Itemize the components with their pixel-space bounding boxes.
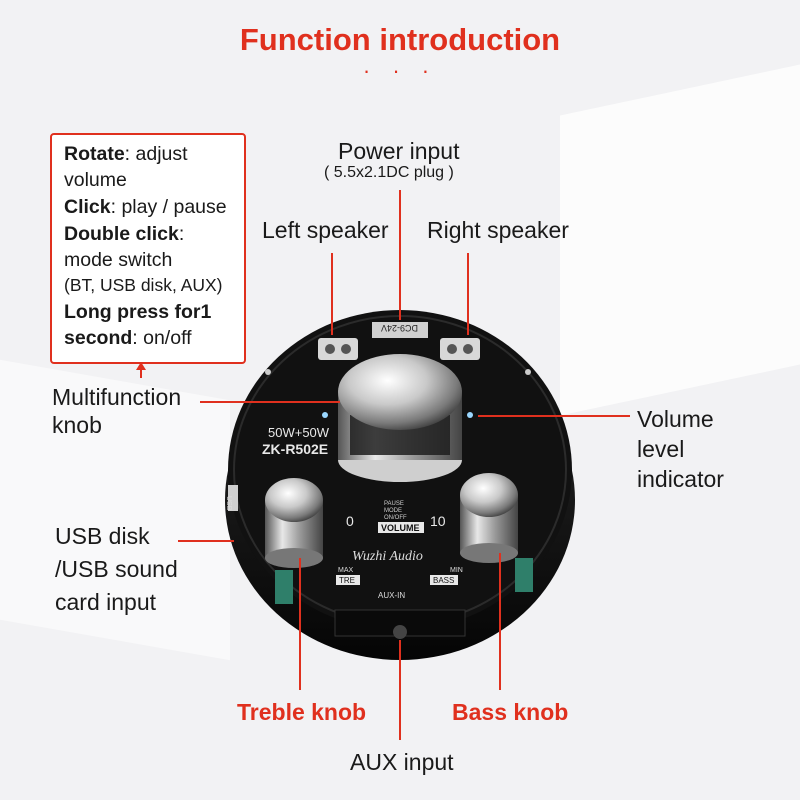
speaker-terminal-right: [440, 338, 480, 360]
label-usb-disk: USB disk: [55, 523, 150, 549]
instruction-line: Rotate: adjust: [64, 143, 188, 165]
label-multifunction: Multifunction: [52, 384, 182, 410]
board-dc-text: DC9-24V: [381, 323, 418, 333]
volume-led: [322, 412, 328, 418]
label-left-speaker: Left speaker: [262, 217, 389, 243]
label-power-input: Power input: [338, 138, 460, 164]
board-component: [275, 570, 293, 604]
instruction-line: second: on/off: [64, 327, 192, 349]
board-min-text: MIN: [450, 567, 463, 574]
usb-port: [228, 485, 238, 511]
label-usb-sound: /USB sound: [55, 556, 178, 582]
label-power-plug: ( 5.5x2.1DC plug ): [324, 164, 454, 181]
arrow-stem: [140, 368, 142, 378]
board-pause-text: PAUSE: [384, 501, 404, 507]
title-dots: · · ·: [362, 58, 438, 83]
label-treble-knob: Treble knob: [237, 699, 367, 725]
label-multifunction-knob: knob: [52, 412, 102, 438]
instruction-line: volume: [64, 169, 127, 191]
volume-label-bg: [378, 522, 424, 533]
aux-port: [393, 625, 407, 639]
board-volume-text: VOLUME: [381, 523, 420, 533]
board-bass-text: BASS: [433, 576, 454, 585]
page-title: Function introduction: [239, 22, 561, 57]
speaker-terminal-left: [318, 338, 358, 360]
board-onoff-text: ON/OFF: [384, 515, 407, 521]
board-tre-text: TRE: [339, 576, 355, 585]
label-bass-knob: Bass knob: [452, 699, 569, 725]
board-model-text: ZK-R502E: [262, 441, 328, 457]
treble-knob: [265, 478, 323, 568]
board-power-text: 50W+50W: [268, 425, 330, 440]
instruction-line: Long press for1: [64, 301, 212, 323]
instruction-line: Click: play / pause: [64, 196, 227, 218]
board-mode-text: MODE: [384, 508, 402, 514]
dc-input-jack: [372, 322, 428, 338]
label-aux-input: AUX input: [350, 749, 454, 775]
label-volume: Volume: [637, 406, 714, 432]
board-auxin-text: AUX-IN: [378, 591, 405, 600]
label-card-input: card input: [55, 589, 157, 615]
tre-label-bg: [336, 575, 360, 585]
multifunction-knob: [338, 354, 462, 482]
volume-led: [467, 412, 473, 418]
board-vol-max: 10: [430, 513, 446, 529]
mount-hole: [525, 369, 531, 375]
bass-knob: [460, 473, 518, 563]
board-vol-min: 0: [346, 513, 354, 529]
callout-lines: [178, 190, 630, 740]
board-max-text: MAX: [338, 567, 354, 574]
instruction-line: mode switch: [64, 249, 173, 271]
mount-hole: [265, 369, 271, 375]
bass-label-bg: [430, 575, 458, 585]
board-brand-text: Wuzhi Audio: [352, 549, 423, 564]
label-right-speaker: Right speaker: [427, 217, 569, 243]
label-volume-indicator: indicator: [637, 466, 724, 492]
arrow-up-icon: [136, 362, 146, 370]
label-volume-level: level: [637, 436, 685, 462]
instruction-line: Double click:: [64, 223, 185, 245]
instructions-box: Rotate: adjust volume Click: play / paus…: [50, 133, 246, 364]
board-component: [515, 558, 533, 592]
board-usb-text: USB: [225, 496, 232, 511]
instruction-line: (BT, USB disk, AUX): [64, 275, 223, 295]
